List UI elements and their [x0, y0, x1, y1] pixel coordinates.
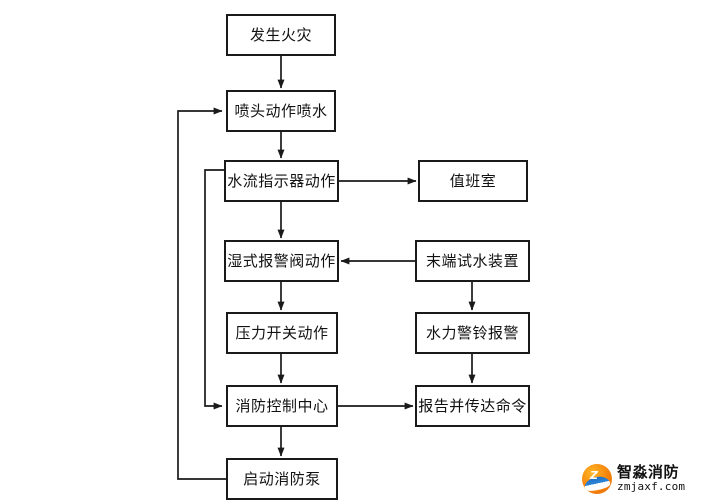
watermark-brand-cn: 智淼消防: [617, 463, 680, 482]
node-fire[interactable]: 发生火灾: [226, 14, 336, 56]
node-water-motor-alarm-bell-label: 水力警铃报警: [425, 323, 519, 342]
node-wet-alarm-valve[interactable]: 湿式报警阀动作: [224, 240, 339, 282]
edge-flow-to-control-feedback: [204, 169, 224, 410]
node-report-and-relay-orders[interactable]: 报告并传达命令: [415, 385, 530, 427]
node-duty-room[interactable]: 值班室: [418, 160, 528, 202]
node-report-and-relay-orders-label: 报告并传达命令: [418, 396, 527, 415]
node-start-fire-pump[interactable]: 启动消防泵: [226, 458, 338, 500]
node-wet-alarm-valve-label: 湿式报警阀动作: [227, 251, 336, 270]
watermark-text: 智淼消防 zmjaxf.com: [617, 463, 686, 494]
brand-mark-icon: Z: [582, 464, 612, 494]
brand-mark-letter: Z: [590, 469, 598, 482]
node-duty-room-label: 值班室: [449, 171, 497, 190]
node-fire-label: 发生火灾: [249, 25, 312, 44]
node-pressure-switch[interactable]: 压力开关动作: [226, 312, 338, 354]
node-pressure-switch-label: 压力开关动作: [235, 323, 329, 342]
node-fire-control-center[interactable]: 消防控制中心: [226, 385, 338, 427]
node-water-motor-alarm-bell[interactable]: 水力警铃报警: [415, 312, 530, 354]
node-end-test-device-label: 末端试水装置: [425, 251, 519, 270]
node-start-fire-pump-label: 启动消防泵: [243, 469, 321, 488]
node-end-test-device[interactable]: 末端试水装置: [415, 240, 530, 282]
edge-pump-to-sprinkler-feedback: [177, 107, 226, 480]
node-water-flow-indicator-label: 水流指示器动作: [227, 171, 336, 190]
node-water-flow-indicator[interactable]: 水流指示器动作: [224, 160, 339, 202]
node-sprinkler-label: 喷头动作喷水: [234, 101, 328, 120]
node-sprinkler-activates[interactable]: 喷头动作喷水: [226, 90, 336, 132]
watermark-url: zmjaxf.com: [617, 480, 686, 494]
watermark-logo: Z 智淼消防 zmjaxf.com: [582, 459, 698, 499]
node-fire-control-center-label: 消防控制中心: [235, 396, 329, 415]
